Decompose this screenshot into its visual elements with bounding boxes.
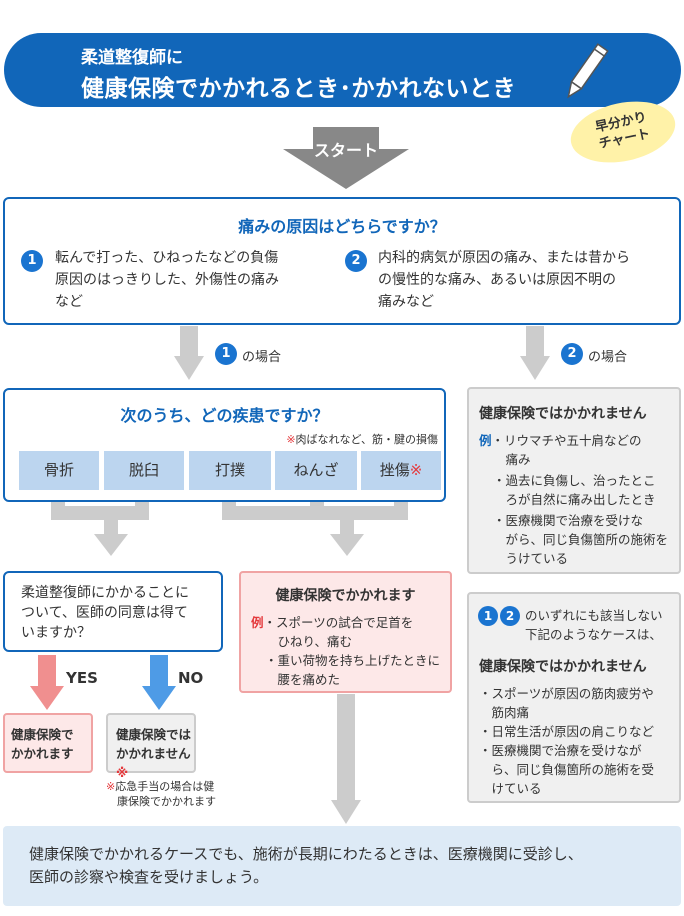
title-banner: 柔道整復師に 健康保険でかかれるとき･かかれないとき bbox=[4, 33, 681, 107]
not-covered-1-title: 健康保険ではかかれません bbox=[479, 406, 647, 422]
covered-box: 健康保険でかかれます 例・スポーツの試合で足首を ひねり、痛む ・重い荷物を持ち… bbox=[239, 571, 452, 693]
nc2-number-2: 2 bbox=[500, 606, 520, 626]
pencil-icon bbox=[567, 43, 609, 99]
chip-strain: 挫傷※ bbox=[361, 451, 441, 490]
nc2-number-1: 1 bbox=[478, 606, 498, 626]
question-doctor-consent: 柔道整復師にかかることについて、医師の同意は得ていますか？ bbox=[3, 571, 223, 652]
no-result-box: 健康保険ではかかれません※ bbox=[106, 713, 196, 780]
covered-title: 健康保険でかかれます bbox=[275, 588, 416, 604]
not-covered-1-list: 例・リウマチや五十肩などの 痛み ・過去に負傷し、治ったとこ ろが自然に痛み出し… bbox=[479, 433, 669, 566]
covered-list: 例・スポーツの試合で足首を ひねり、痛む ・重い荷物を持ち上げたときに 腰を痛め… bbox=[251, 615, 441, 687]
start-label: スタート bbox=[313, 141, 378, 160]
advice-box: 健康保険でかかれるケースでも、施術が長期にわたるときは、医療機関に受診し、医師の… bbox=[3, 826, 681, 906]
start-arrow bbox=[283, 127, 409, 189]
option-1-text: 転んで打った、ひねったなどの負傷原因のはっきりした、外傷性の痛みなど bbox=[55, 250, 279, 310]
chip-fracture: 骨折 bbox=[19, 451, 99, 490]
case-2-number: 2 bbox=[561, 343, 583, 365]
title-line-2: 健康保険でかかれるとき･かかれないとき bbox=[81, 76, 516, 102]
q3-text: 柔道整復師にかかることについて、医師の同意は得ていますか？ bbox=[21, 585, 189, 641]
option-1-number: 1 bbox=[21, 250, 43, 272]
question-condition: 次のうち、どの疾患ですか？ ※肉ばなれなど、筋・腱の損傷 骨折 脱臼 打撲 ねん… bbox=[3, 388, 446, 502]
q2-note: ※肉ばなれなど、筋・腱の損傷 bbox=[286, 433, 438, 446]
chip-dislocation: 脱臼 bbox=[104, 451, 184, 490]
q2-title: 次のうち、どの疾患ですか？ bbox=[120, 406, 329, 425]
no-label: NO bbox=[178, 669, 204, 687]
case-2-label: の場合 bbox=[588, 350, 628, 365]
chip-bruise: 打撲 bbox=[189, 451, 271, 490]
advice-text: 健康保険でかかれるケースでも、施術が長期にわたるときは、医療機関に受診し、医師の… bbox=[29, 845, 583, 886]
chip-sprain: ねんざ bbox=[275, 451, 357, 490]
case-1-number: 1 bbox=[215, 343, 237, 365]
option-2-text: 内科的病気が原因の痛み、または昔からの慢性的な痛み、あるいは原因不明の痛みなど bbox=[378, 250, 630, 310]
q1-title: 痛みの原因はどちらですか？ bbox=[238, 217, 446, 236]
yes-label: YES bbox=[66, 669, 98, 687]
not-covered-2-title: 健康保険ではかかれません bbox=[479, 659, 647, 675]
question-pain-cause: 痛みの原因はどちらですか？ 1 転んで打った、ひねったなどの負傷原因のはっきりし… bbox=[3, 197, 681, 325]
yes-result-box: 健康保険でかかれます bbox=[3, 713, 93, 773]
title-line-1: 柔道整復師に bbox=[81, 48, 183, 68]
option-2-number: 2 bbox=[345, 250, 367, 272]
not-covered-box-1: 健康保険ではかかれません 例・リウマチや五十肩などの 痛み ・過去に負傷し、治っ… bbox=[467, 387, 681, 574]
nc2-lead: のいずれにも該当しない下記のようなケースは、 bbox=[525, 608, 663, 642]
not-covered-2-list: ・スポーツが原因の筋肉疲労や 筋肉痛 ・日常生活が原因の肩こりなど ・医療機関で… bbox=[479, 686, 655, 796]
not-covered-box-2: 1 2 のいずれにも該当しない下記のようなケースは、 健康保険ではかかれません … bbox=[467, 592, 681, 803]
emergency-note: ※応急手当の場合は健 康保険でかかれます bbox=[106, 780, 216, 808]
case-1-label: の場合 bbox=[242, 350, 282, 365]
